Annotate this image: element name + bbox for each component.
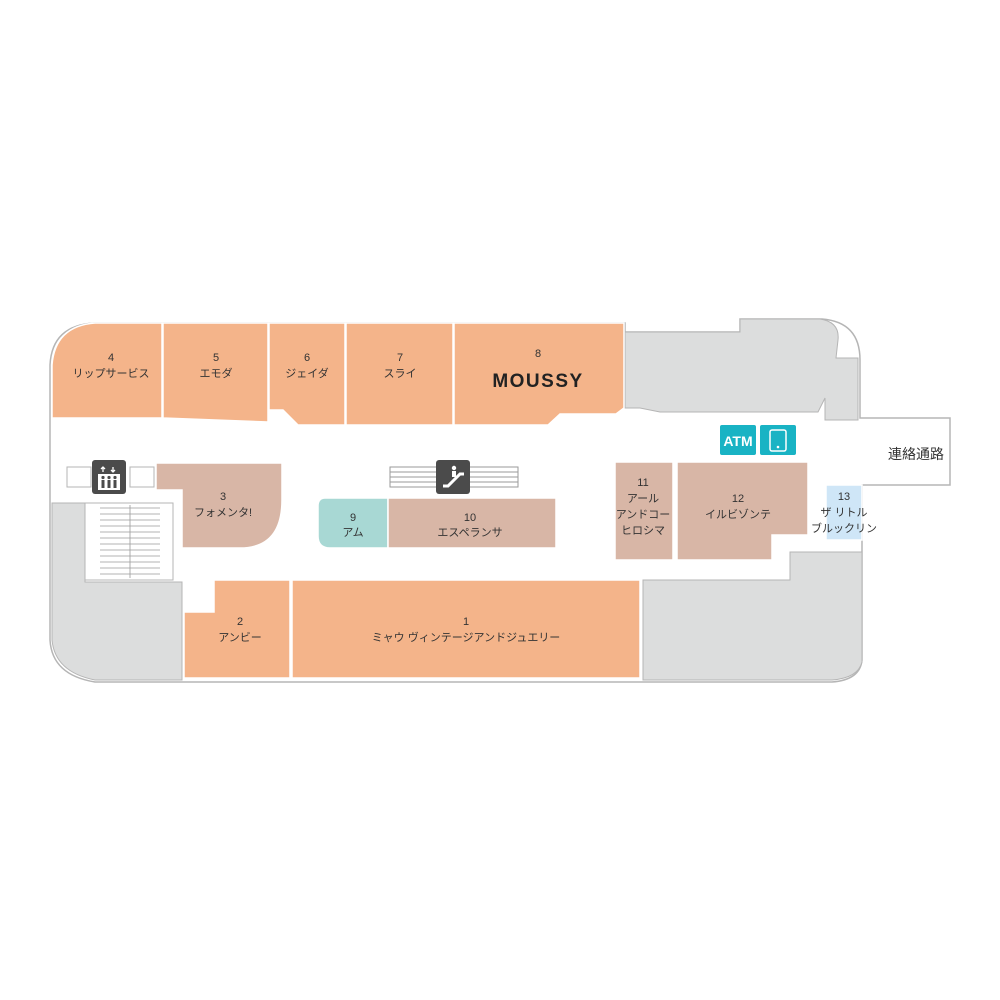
store-3-number: 3 — [220, 491, 226, 503]
store-8-number: 8 — [535, 348, 541, 360]
service-area-top-right — [624, 318, 859, 421]
store-13-number: 13 — [838, 491, 850, 503]
store-9-number: 9 — [350, 512, 356, 524]
stairs — [84, 502, 174, 581]
store-10[interactable] — [387, 497, 557, 549]
store-12[interactable] — [676, 461, 809, 561]
store-4-name: リップサービス — [73, 367, 150, 380]
store-12-number: 12 — [732, 493, 744, 505]
store-4-number: 4 — [108, 352, 114, 364]
store-9[interactable] — [317, 497, 389, 549]
store-9-name: アム — [342, 526, 363, 539]
store-5[interactable] — [162, 322, 269, 423]
phone-charger-icon[interactable] — [760, 425, 796, 455]
store-3-name: フォメンタ! — [194, 506, 252, 519]
store-7-name: スライ — [384, 368, 417, 380]
connection-passage-label: 連絡通路 — [888, 446, 944, 462]
store-1[interactable] — [291, 579, 641, 679]
store-6[interactable] — [268, 322, 346, 426]
store-7-number: 7 — [397, 352, 403, 364]
store-11-name-line-1: アール — [627, 493, 659, 505]
store-2-number: 2 — [237, 616, 243, 628]
store-6-name: ジェイダ — [285, 366, 329, 380]
store-6-number: 6 — [304, 352, 310, 364]
store-13-name-line-1: ザ リトル — [820, 506, 867, 519]
store-1-name: ミャウ ヴィンテージアンドジュエリー — [372, 630, 561, 644]
atm-icon[interactable]: ATM — [720, 425, 756, 455]
escalator-icon[interactable] — [436, 460, 470, 494]
store-7[interactable] — [345, 322, 454, 426]
store-2-name: アンビー — [218, 631, 262, 644]
store-10-name: エスペランサ — [437, 526, 502, 539]
store-12-name: イルビゾンテ — [705, 508, 771, 521]
store-11-name-line-2: アンドコー — [616, 509, 671, 521]
store-13-name-line-2: ブルックリン — [811, 521, 877, 535]
elevator-right-box — [129, 466, 155, 488]
store-11-name-line-3: ヒロシマ — [621, 524, 665, 537]
store-5-name: エモダ — [200, 366, 233, 380]
store-8-name: MOUSSY — [492, 371, 583, 392]
store-1-number: 1 — [463, 616, 469, 628]
atm-label: ATM — [723, 433, 752, 449]
store-13[interactable] — [825, 484, 863, 541]
store-11-number: 11 — [637, 477, 648, 489]
store-4[interactable] — [51, 322, 163, 419]
store-10-number: 10 — [464, 512, 476, 524]
store-3[interactable] — [155, 462, 283, 549]
elevator-icon[interactable] — [92, 460, 126, 494]
store-8[interactable] — [453, 322, 625, 426]
store-2[interactable] — [183, 579, 291, 679]
store-5-number: 5 — [213, 352, 219, 364]
elevator-left-box — [66, 466, 92, 488]
store-11[interactable] — [614, 461, 674, 561]
service-area-bottom-right — [642, 551, 863, 681]
